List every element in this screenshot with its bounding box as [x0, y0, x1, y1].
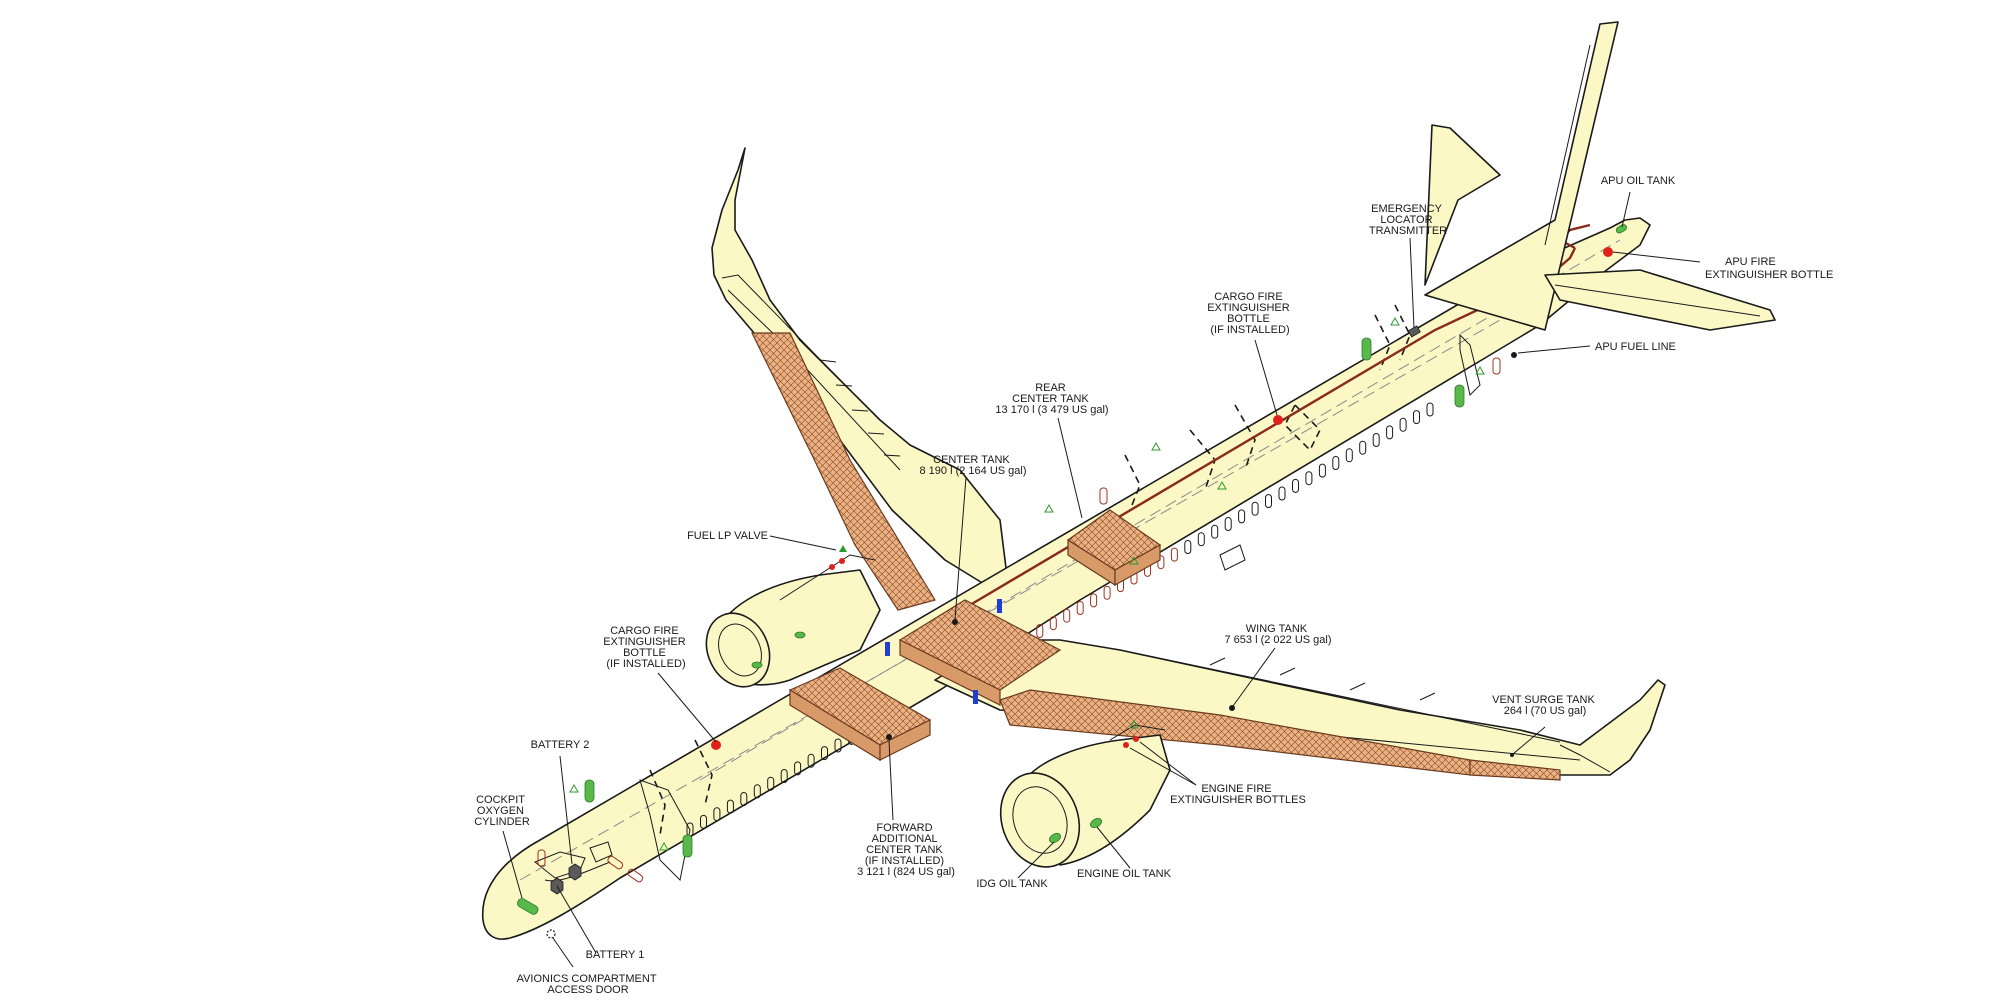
- cabin-window: [1345, 448, 1353, 463]
- apu-fire-bottle-icon: [1603, 247, 1613, 257]
- cargo-fire-bottle-fwd-icon: [711, 740, 721, 750]
- cabin-window: [753, 784, 761, 799]
- cockpit-oxygen-cylinder-icon: [517, 898, 539, 915]
- cabin-window: [1197, 532, 1205, 547]
- cabin-window: [1103, 585, 1111, 600]
- label-engine-fire-bottles: ENGINE FIRE EXTINGUISHER BOTTLES: [1170, 783, 1306, 806]
- cabin-window: [821, 746, 828, 761]
- horizontal-stabilizer: [1544, 269, 1776, 331]
- labels: APU OIL TANK APU FIRE EXTINGUISHER BOTTL…: [474, 175, 1833, 996]
- cabin-window: [1332, 456, 1340, 470]
- label-avionics-door: AVIONICS COMPARTMENT ACCESS DOOR: [517, 973, 660, 996]
- valve-icon: [997, 599, 1002, 613]
- label-vent-surge-tank: VENT SURGE TANK 264 l (70 US gal): [1492, 694, 1598, 717]
- cabin-window: [1426, 402, 1434, 417]
- label-wing-tank: WING TANK 7 653 l (2 022 US gal): [1224, 623, 1331, 646]
- cabin-window: [1224, 517, 1232, 531]
- cabin-window: [1063, 608, 1071, 623]
- engine-fire-bottle-icon: [829, 564, 835, 570]
- cabin-window: [1318, 463, 1326, 478]
- cabin-window: [1305, 471, 1313, 486]
- valve-icon: [885, 642, 890, 656]
- battery-2-icon: [568, 863, 582, 881]
- cabin-window: [794, 761, 802, 776]
- cabin-window: [1265, 494, 1272, 509]
- cabin-window: [1238, 509, 1246, 524]
- cabin-window: [1413, 410, 1420, 425]
- cabin-window: [1251, 501, 1259, 516]
- idg-oil-tank-icon: [1049, 833, 1061, 843]
- oxygen-bottle-icon: [1361, 337, 1372, 361]
- cabin-window: [1157, 555, 1165, 570]
- apu-oil-tank-icon: [1615, 224, 1627, 234]
- label-cargo-fire-rear: CARGO FIRE EXTINGUISHER BOTTLE (IF INSTA…: [1207, 291, 1293, 336]
- fuselage: [481, 217, 1651, 940]
- cabin-window: [1292, 478, 1299, 493]
- label-apu-oil-tank: APU OIL TANK: [1601, 175, 1676, 187]
- label-elt: EMERGENCY LOCATOR TRANSMITTER: [1369, 203, 1447, 237]
- label-engine-oil-tank: ENGINE OIL TANK: [1077, 868, 1172, 880]
- oxygen-bottle-icon: [682, 834, 693, 858]
- markers: [517, 224, 1627, 939]
- cabin-window: [807, 753, 815, 768]
- left-wing: [711, 147, 1011, 611]
- label-idg-oil-tank: IDG OIL TANK: [976, 878, 1048, 890]
- engine-fire-bottle-icon: [1133, 736, 1139, 742]
- label-center-tank: CENTER TANK 8 190 l (2 164 US gal): [919, 454, 1026, 477]
- cabin-window: [834, 738, 842, 753]
- cargo-fire-bottle-rear-icon: [1273, 415, 1283, 425]
- cabin-window: [1049, 616, 1057, 631]
- oxygen-bottle-icon: [1454, 384, 1465, 408]
- right-wing: [934, 639, 1666, 781]
- oxygen-bottle-icon: [584, 779, 595, 803]
- cabin-window: [1090, 593, 1098, 608]
- cabin-window: [740, 792, 748, 806]
- cabin-window: [713, 807, 721, 822]
- cabin-window: [1386, 425, 1394, 440]
- label-battery-1: BATTERY 1: [586, 949, 645, 961]
- valve-icon: [973, 690, 978, 704]
- cabin-window: [1372, 433, 1380, 447]
- label-rear-center-tank: REAR CENTER TANK 13 170 l (3 479 US gal): [995, 382, 1108, 416]
- engine-oil-icon: [794, 631, 806, 639]
- left-wing-tank: [751, 332, 936, 611]
- cabin-window: [1036, 624, 1044, 638]
- label-battery-2: BATTERY 2: [531, 739, 590, 751]
- right-engine: [999, 724, 1171, 868]
- cabin-window: [1170, 547, 1178, 562]
- leader-lines: [502, 191, 1701, 968]
- label-apu-fire-bottle: APU FIRE EXTINGUISHER BOTTLE: [1705, 256, 1833, 281]
- center-tanks: [788, 509, 1162, 762]
- label-cargo-fire-fwd: CARGO FIRE EXTINGUISHER BOTTLE (IF INSTA…: [603, 625, 689, 670]
- engine-fire-bottle-icon: [839, 558, 845, 564]
- engine-fire-bottle-icon: [1123, 742, 1129, 748]
- avionics-door-icon: [546, 929, 556, 939]
- cabin-window: [1399, 417, 1407, 432]
- label-fuel-lp-valve: FUEL LP VALVE: [687, 530, 768, 542]
- cabin-window: [1359, 440, 1367, 455]
- label-apu-fuel-line: APU FUEL LINE: [1595, 341, 1676, 353]
- engine-oil-icon: [751, 661, 763, 669]
- cabin-window: [1184, 540, 1192, 554]
- cabin-window: [780, 769, 788, 783]
- cabin-window: [1076, 601, 1084, 615]
- engine-oil-tank-icon: [1090, 818, 1102, 828]
- vertical-stabilizer: [1424, 21, 1619, 331]
- elt-icon: [1407, 325, 1421, 338]
- cabin-window: [700, 814, 707, 829]
- label-cockpit-oxygen: COCKPIT OXYGEN CYLINDER: [474, 794, 530, 828]
- cabin-window: [1278, 486, 1286, 501]
- cabin-window: [1211, 524, 1219, 539]
- label-forward-additional-tank: FORWARD ADDITIONAL CENTER TANK (IF INSTA…: [857, 822, 955, 878]
- left-engine: [705, 554, 881, 688]
- cabin-window: [767, 776, 775, 791]
- cabin-window: [726, 799, 734, 814]
